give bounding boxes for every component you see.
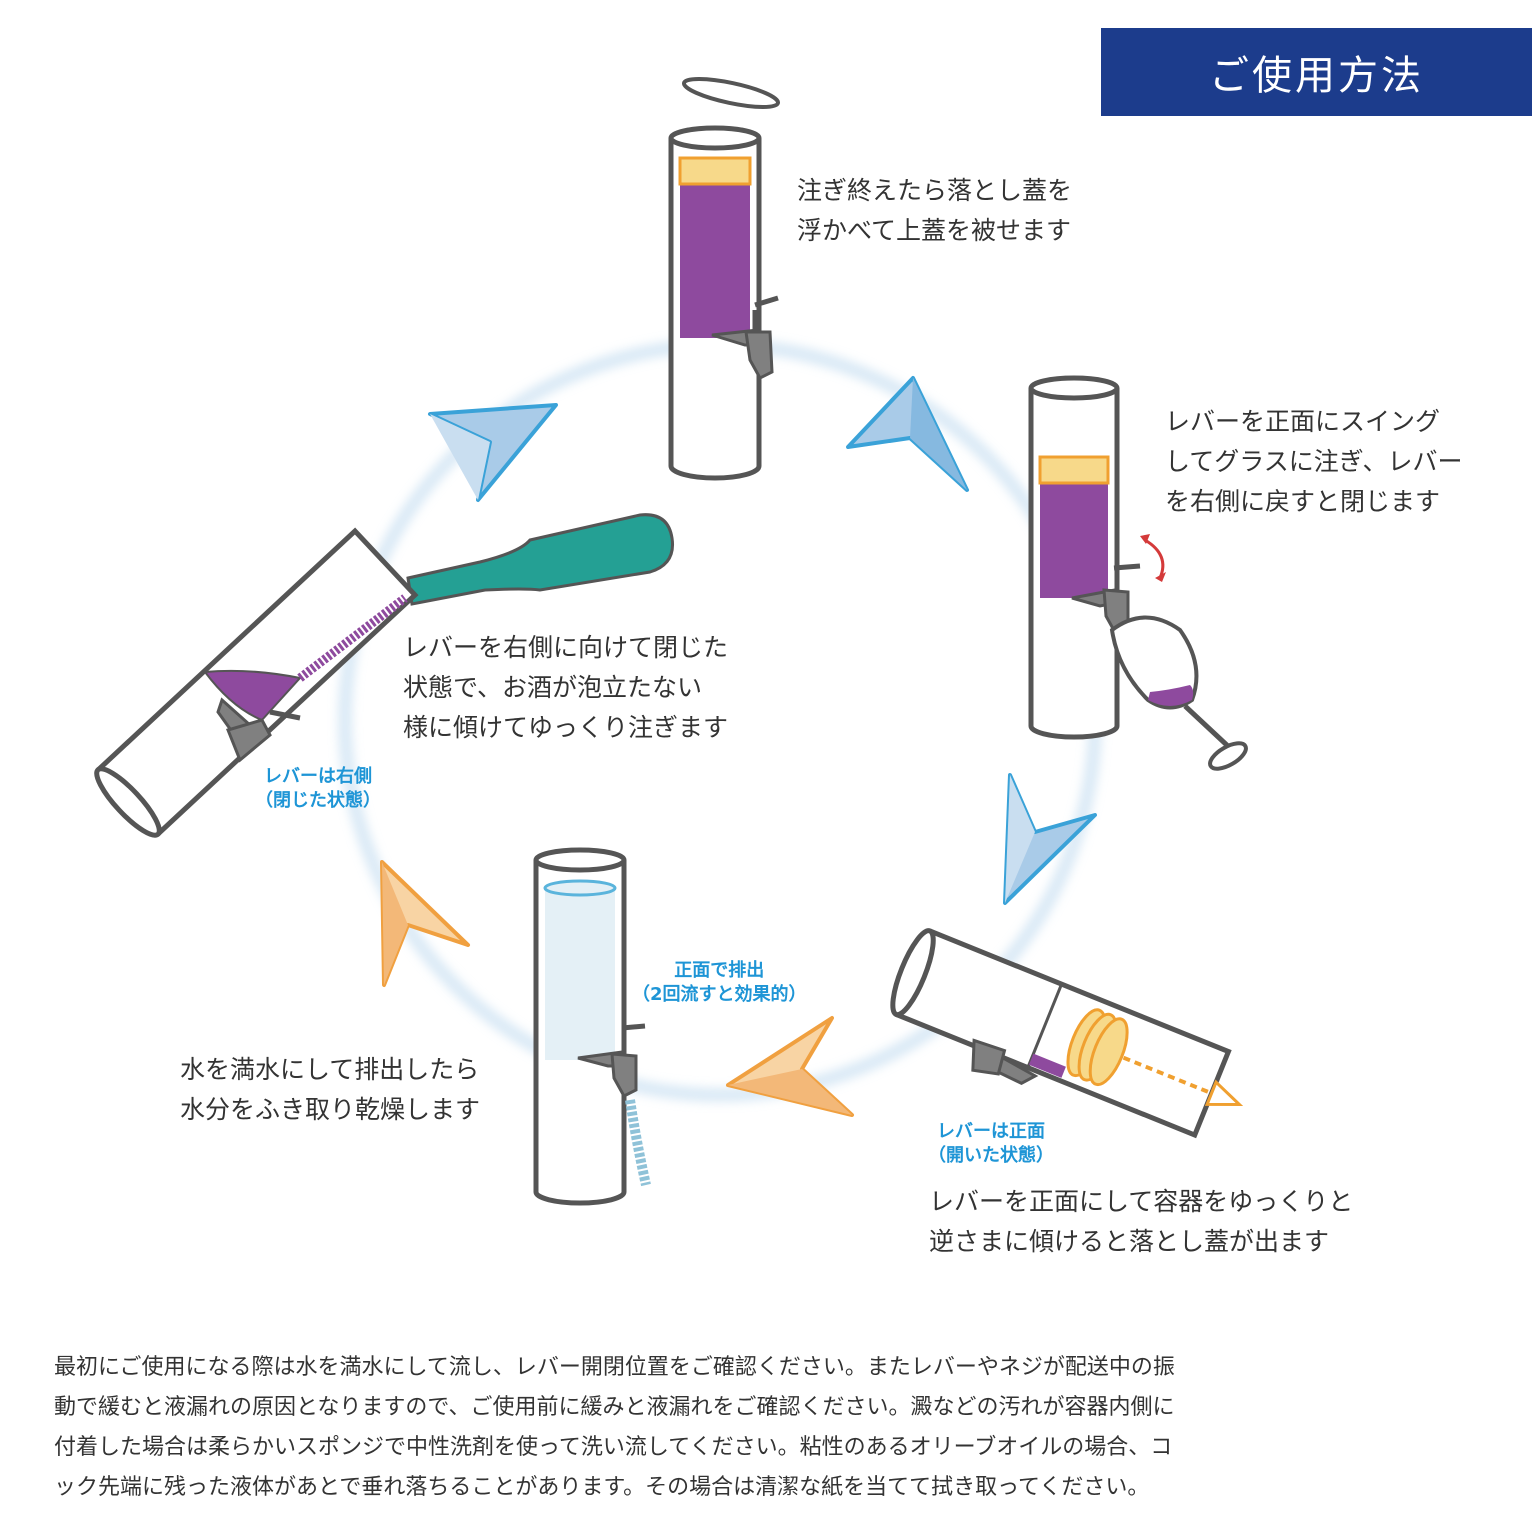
dispenser-right — [1028, 375, 1248, 771]
step-text-line: してグラスに注ぎ、レバー — [1165, 447, 1463, 476]
dispenser-tilted — [890, 928, 1244, 1139]
step-text-line: 水を満水にして排出したら — [180, 1055, 480, 1084]
note-line: （閉じた状態） — [255, 790, 381, 811]
step-text-line: レバーを右側に向けて閉じた — [403, 633, 729, 662]
step-text-line: レバーを正面にスイング — [1165, 407, 1441, 436]
step-text-line: 逆さまに傾けると落とし蓋が出ます — [929, 1227, 1330, 1256]
note-drain-front: 正面で排出 （2回流すと効果的） — [632, 959, 807, 1007]
arrow-icon — [380, 860, 470, 987]
note-line: レバーは正面 — [937, 1121, 1045, 1142]
dispenser-left — [94, 527, 419, 838]
bottle-icon — [406, 513, 675, 606]
step-text-line: 浮かべて上蓋を被せます — [797, 216, 1072, 245]
page-title: ご使用方法 — [1101, 28, 1532, 116]
arrow-icon — [846, 376, 969, 492]
spigot-icon — [216, 697, 301, 763]
footer-line: 付着した場合は柔らかいスポンジで中性洗剤を使って洗い流してください。粘性のあるオ… — [54, 1435, 1173, 1460]
step-text-top: 注ぎ終えたら落とし蓋を 浮かべて上蓋を被せます — [797, 171, 1072, 251]
note-lever-right: レバーは右側 （閉じた状態） — [255, 765, 381, 813]
footer-notes: 最初にご使用になる際は水を満水にして流し、レバー開閉位置をご確認ください。またレ… — [54, 1348, 1484, 1508]
step-text-line: 状態で、お酒が泡立たない — [403, 673, 703, 702]
arrow-icon — [428, 403, 558, 502]
spigot-icon — [577, 1023, 646, 1098]
footer-line: 動で緩むと液漏れの原因となりますので、ご使用前に緩みと液漏れをご確認ください。澱… — [54, 1395, 1175, 1420]
spigot-icon — [971, 1038, 1039, 1086]
wine-glass-icon — [1109, 615, 1248, 771]
step-text-right: レバーを正面にスイング してグラスに注ぎ、レバー を右側に戻すと閉じます — [1165, 402, 1463, 522]
step-text-line: 水分をふき取り乾燥します — [180, 1095, 481, 1124]
arrow-icon — [1003, 773, 1097, 905]
note-line: レバーは右側 — [264, 766, 372, 787]
step-text-left: レバーを右側に向けて閉じた 状態で、お酒が泡立たない 様に傾けてゆっくり注ぎます — [403, 628, 728, 748]
step-text-line: レバーを正面にして容器をゆっくりと — [929, 1187, 1354, 1216]
note-line: 正面で排出 — [674, 960, 765, 981]
step-text-bottom-left: 水を満水にして排出したら 水分をふき取り乾燥します — [180, 1050, 480, 1130]
lid-icon — [1066, 1008, 1129, 1087]
note-lever-front: レバーは正面 （開いた状態） — [928, 1120, 1054, 1168]
footer-line: ック先端に残った液体があとで垂れ落ちることがあります。その場合は清潔な紙を当てて… — [54, 1475, 1150, 1500]
step-text-line: を右側に戻すと閉じます — [1165, 487, 1441, 516]
note-line: （開いた状態） — [928, 1145, 1054, 1166]
spigot-icon — [711, 295, 779, 380]
lid-icon — [682, 77, 780, 109]
step-text-line: 注ぎ終えたら落とし蓋を — [797, 176, 1073, 205]
step-text-line: 様に傾けてゆっくり注ぎます — [403, 713, 729, 742]
arrow-icon — [726, 1016, 854, 1117]
note-line: （2回流すと効果的） — [632, 984, 807, 1005]
dispenser-top — [668, 77, 780, 481]
footer-line: 最初にご使用になる際は水を満水にして流し、レバー開閉位置をご確認ください。またレ… — [54, 1355, 1175, 1380]
dispenser-water — [533, 847, 651, 1206]
step-text-bottom-right: レバーを正面にして容器をゆっくりと 逆さまに傾けると落とし蓋が出ます — [929, 1182, 1353, 1262]
